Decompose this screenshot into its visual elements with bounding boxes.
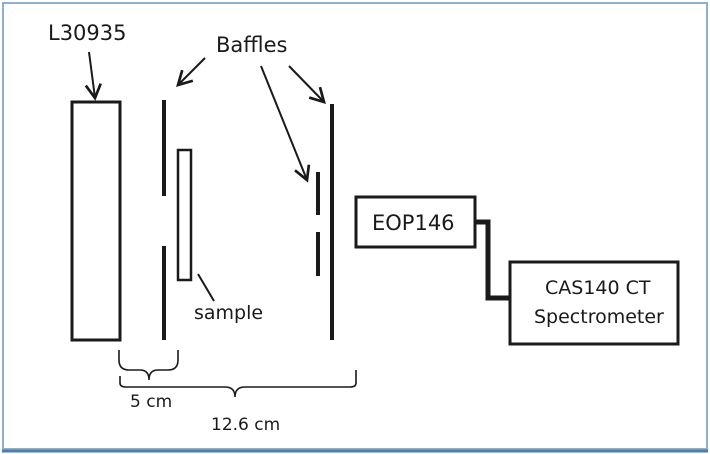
lamp-box bbox=[70, 100, 122, 342]
spectrometer-label-line1: CAS140 CT bbox=[545, 277, 651, 299]
baffles-arrow-right bbox=[288, 65, 326, 104]
spectrometer-label-line2: Spectrometer bbox=[534, 306, 664, 328]
dim-5cm-label: 5 cm bbox=[130, 392, 172, 412]
dim-12-6cm-label: 12.6 cm bbox=[211, 415, 280, 435]
dim-12-6cm-bracket bbox=[119, 370, 357, 398]
sample-label: sample bbox=[194, 302, 263, 324]
dim-5cm-bracket bbox=[118, 350, 179, 381]
spectrometer-box bbox=[508, 260, 680, 346]
baffles-arrow-left bbox=[176, 57, 206, 87]
baffles-arrow-middle bbox=[260, 65, 311, 183]
eop146-label: EOP146 bbox=[372, 211, 455, 235]
sample-pointer bbox=[197, 273, 215, 302]
baffles-label: Baffles bbox=[216, 33, 287, 57]
lamp-arrow bbox=[84, 51, 102, 101]
lamp-label: L30935 bbox=[48, 21, 127, 45]
sample-plate bbox=[176, 148, 193, 282]
connection-cable bbox=[475, 219, 510, 301]
